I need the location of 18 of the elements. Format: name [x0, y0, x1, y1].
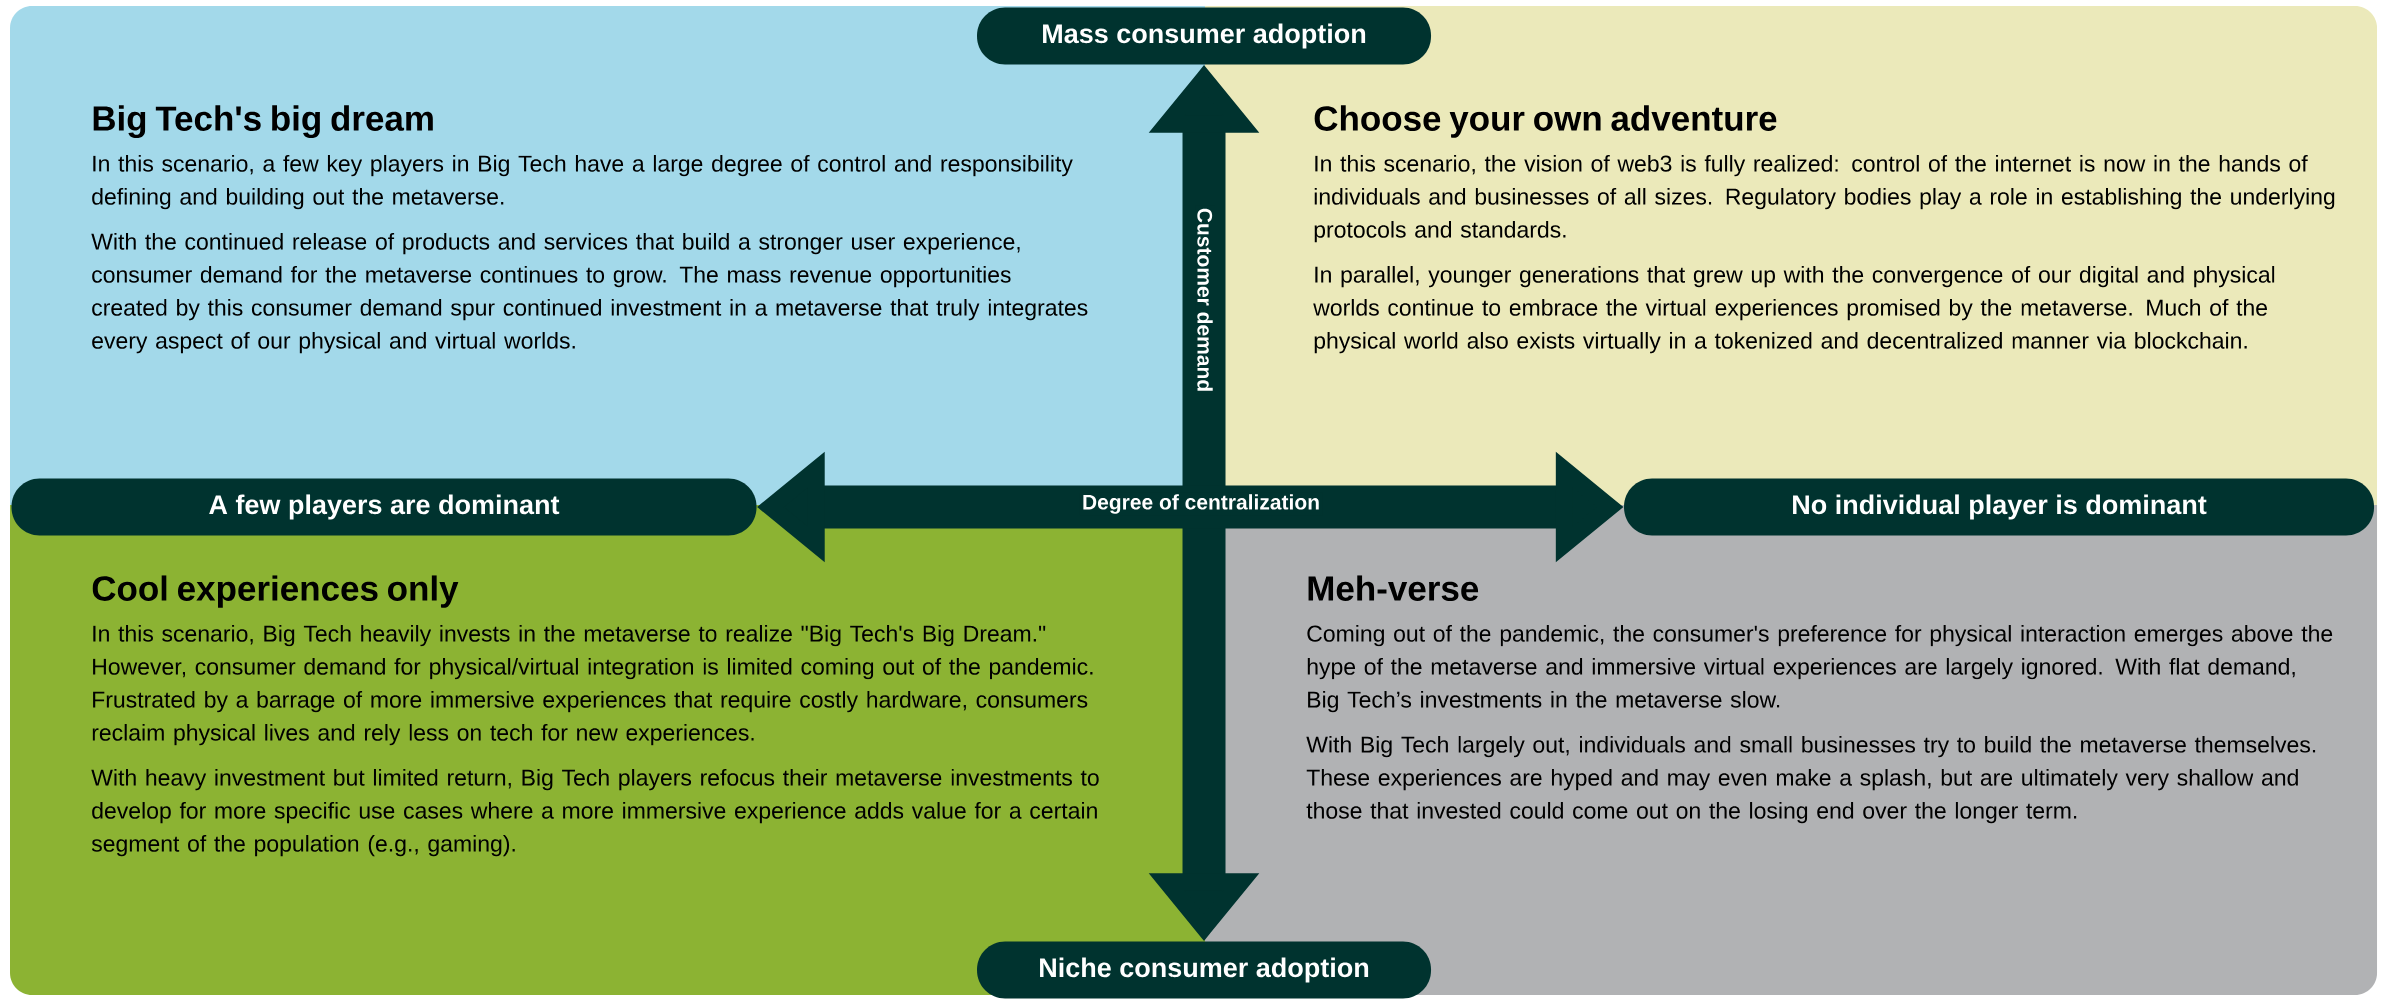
scenario-heading: Choose your own adventure — [1314, 105, 1777, 138]
axis-end-pill: Mass consumer adoption — [977, 7, 1431, 65]
scenario-heading: Big Tech's big dream — [93, 105, 433, 138]
paragraph: Coming out of the pandemic, the consumer's preference for physical interaction emerges above the hype of the metaverse and immersive virtual experiences are largely ignored. With flat demand, Big Tech’s investments in the metaverse slow. — [1307, 624, 2333, 713]
axis-end-pill: No individual player is dominant — [1624, 478, 2375, 536]
axis-end-pill: Niche consumer adoption — [977, 941, 1431, 999]
scenario-heading: Cool experiences only — [92, 575, 459, 608]
edge-label: Customer demand — [1195, 205, 1215, 395]
axis-end-pill: A few players are dominant — [11, 478, 757, 536]
paragraph: With heavy investment but limited return, Big Tech players refocus their metaverse investments to develop for more specific use cases where a more immersive experience adds value for a certain segment of the population (e.g., gaming). — [91, 768, 1099, 857]
paragraph: In parallel, younger generations that grew up with the convergence of our digital and physical worlds continue to embrace the virtual experiences promised by the metaverse. Much of the physical world also exists virtually in a tokenized and decentralized manner via blockchain. — [1313, 265, 2275, 354]
paragraph: With the continued release of products and services that build a stronger user experience, consumer demand for the metaverse continues to grow. The mass revenue opportunities created by this consumer demand spur continued investment in a metaverse that truly integrates every aspect of our physical and virtual worlds. — [91, 232, 1088, 354]
paragraph: In this scenario, Big Tech heavily invests in the metaverse to realize "Big Tech's Big Dream." However, consumer demand for physical/virtual integration is limited coming out of the pandemic. Frustrated by a barrage of more immersive experiences that require costly hardware, consumers reclaim physical lives and rely less on tech for new experiences. — [92, 624, 1093, 746]
paragraph: In this scenario, a few key players in Big Tech have a large degree of control and responsibility defining and building out the metaverse. — [92, 154, 1073, 210]
paragraph: With Big Tech largely out, individuals and small businesses try to build the metaverse themselves. These experiences are hyped and may even make a splash, but are ultimately very shallow and those that invested could come out on the losing end over the longer term. — [1306, 735, 2316, 824]
paragraph: In this scenario, the vision of web3 is fully realized: control of the internet is now in the hands of individuals and businesses of all sizes. Regulatory bodies play a role in establishing the underlying protocols and standards. — [1314, 154, 2335, 243]
scenario-heading: Meh-verse — [1308, 575, 1479, 601]
edge-label: Degree of centralization — [1080, 492, 1323, 516]
